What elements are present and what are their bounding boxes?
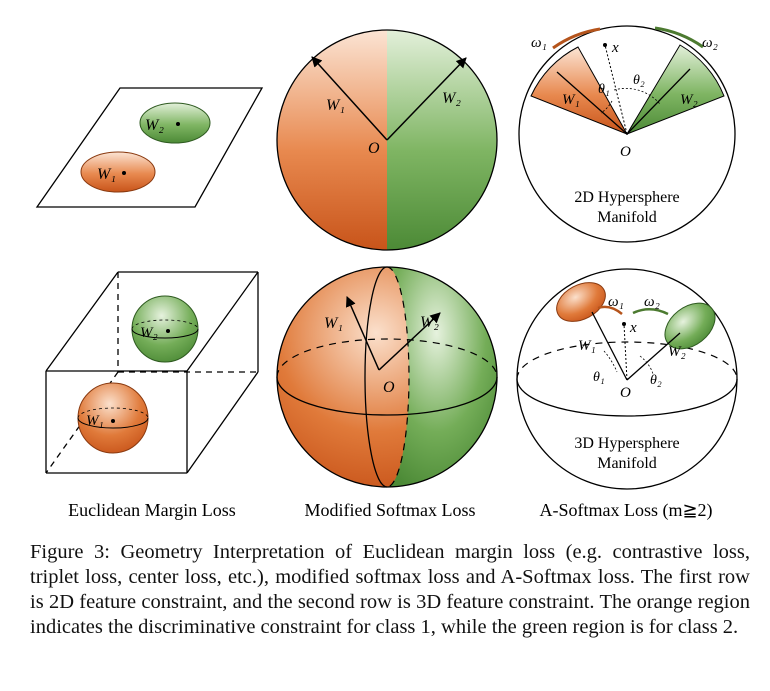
- w1-vector: [311, 56, 388, 141]
- hypersphere-2d-label-line1: 2D Hypersphere: [574, 189, 679, 206]
- w1-vector: [591, 311, 628, 381]
- asoftmax-label: A-Softmax Loss (m≧2): [539, 500, 712, 521]
- omega2-label: ω₂: [702, 35, 718, 51]
- feature-plane: [35, 87, 264, 208]
- class2-cluster: [139, 102, 211, 144]
- w2-label: W₂: [140, 325, 158, 341]
- w1-label: W₁: [326, 97, 345, 114]
- class1-cluster: [80, 151, 156, 193]
- euclidean-3d-clusters: W₂ W₁: [77, 295, 199, 454]
- w2-point: [176, 122, 180, 126]
- modified-label: Modified Softmax Loss: [305, 500, 476, 520]
- asoftmax-2d-panel: ω₁ ω₂ x W₁ W₂ θ₁ θ₂ O 2D Hypersphere Man…: [518, 25, 736, 243]
- x-vector: [604, 44, 628, 135]
- omega1-label: ω₁: [531, 35, 547, 51]
- w2-vector: [386, 57, 467, 141]
- theta1-label: θ₁: [593, 370, 605, 385]
- theta1-label: θ₁: [598, 82, 610, 97]
- asoftmax-3d-panel: ω₁ ω₂ x W₁ W₂ θ₁ θ₂ O 3D Hypersphere Man…: [516, 268, 738, 490]
- euclidean-3d-panel: [45, 271, 259, 474]
- hypersphere-3d-label-line2: Manifold: [597, 455, 657, 472]
- hypersphere-2d-label-line2: Manifold: [597, 209, 657, 226]
- w2-vector: [378, 312, 441, 371]
- theta2-label: θ₂: [650, 373, 662, 388]
- omega2-arc: [654, 26, 704, 49]
- origin-label: O: [620, 385, 631, 401]
- euclidean-2d-panel: W₂ W₁: [35, 87, 264, 208]
- figure-caption: Figure 3: Geometry Interpretation of Euc…: [30, 540, 750, 640]
- omega1-label: ω₁: [608, 294, 624, 310]
- w1-point: [122, 171, 126, 175]
- caption-text: Geometry Interpretation of Euclidean mar…: [30, 541, 750, 638]
- w1-label: W₁: [324, 315, 343, 332]
- w1-label: W₁: [86, 413, 104, 429]
- w2-label: W₂: [668, 344, 686, 360]
- omega1-arc: [597, 305, 623, 315]
- class1-half-disc: [277, 30, 387, 250]
- modified-2d-panel: W₁ W₂ O: [276, 29, 498, 251]
- w1-label: W₁: [97, 166, 116, 183]
- origin-label: O: [383, 379, 395, 396]
- x-label: x: [629, 320, 637, 336]
- w2-label: W₂: [420, 314, 439, 331]
- x-label: x: [611, 40, 619, 56]
- class2-half-disc: [387, 30, 497, 250]
- figure-3: W₂ W₁ W₁ W₂ O ω₁ ω₂ x W₁ W₂ θ₁ θ₂ O 2D: [35, 25, 738, 521]
- class2-hemisphere: [387, 267, 497, 487]
- w2-label: W₂: [442, 90, 461, 107]
- w1-label: W₁: [562, 92, 580, 108]
- w1-vector: [345, 296, 380, 371]
- w1-vector: [556, 71, 628, 135]
- hypersphere-3d-label-line1: 3D Hypersphere: [574, 435, 679, 452]
- w2-label: W₂: [680, 92, 698, 108]
- figure-number: Figure 3:: [30, 541, 110, 563]
- w1-label: W₁: [578, 338, 596, 354]
- omega2-arc: [632, 308, 669, 316]
- w2-vector: [626, 68, 691, 135]
- theta2-label: θ₂: [633, 73, 645, 88]
- w2-vector: [626, 332, 681, 381]
- euclidean-label: Euclidean Margin Loss: [68, 500, 236, 520]
- w2-label: W₂: [145, 117, 164, 134]
- modified-3d-panel: W₁ W₂ O: [276, 266, 498, 488]
- class1-cap: [556, 282, 606, 322]
- x-point: [603, 43, 607, 47]
- class2-sector: [625, 44, 725, 135]
- origin-label: O: [368, 140, 380, 157]
- x-vector: [623, 323, 628, 381]
- omega2-label: ω₂: [644, 294, 660, 310]
- origin-label: O: [620, 144, 631, 160]
- omega1-arc: [552, 27, 601, 50]
